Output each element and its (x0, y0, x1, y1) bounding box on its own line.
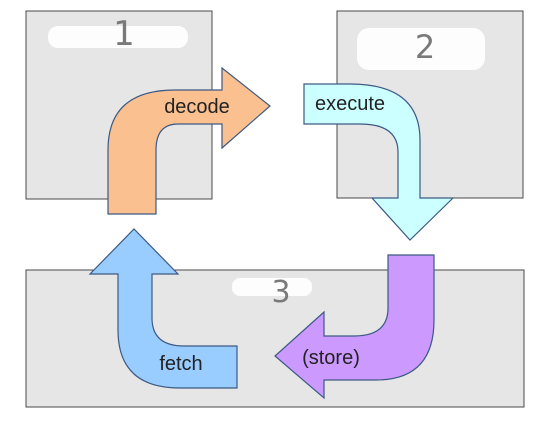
store-arrow-shape (274, 254, 435, 400)
box-2: 2 (336, 10, 524, 199)
box-2-erased-text (357, 28, 485, 70)
decode-arrow-shape (107, 66, 271, 215)
fetch-arrow: fetch (88, 228, 238, 389)
decode-label: decode (164, 96, 230, 118)
box-3-number: 3 (271, 275, 290, 310)
box-2-number: 2 (415, 28, 435, 66)
store-label: (store) (302, 347, 360, 369)
box-3-erased-text (232, 278, 312, 296)
execute-label: execute (315, 93, 385, 115)
execute-arrow-shape (303, 83, 455, 241)
execute-arrow: execute (303, 83, 455, 241)
fetch-arrow-shape (88, 228, 238, 389)
fetch-label: fetch (159, 353, 202, 375)
store-arrow: (store) (274, 254, 435, 400)
box-3: 3 (25, 269, 525, 408)
box-1-number: 1 (113, 14, 135, 54)
box-1-erased-text (48, 26, 188, 48)
decode-arrow: decode (107, 66, 271, 215)
